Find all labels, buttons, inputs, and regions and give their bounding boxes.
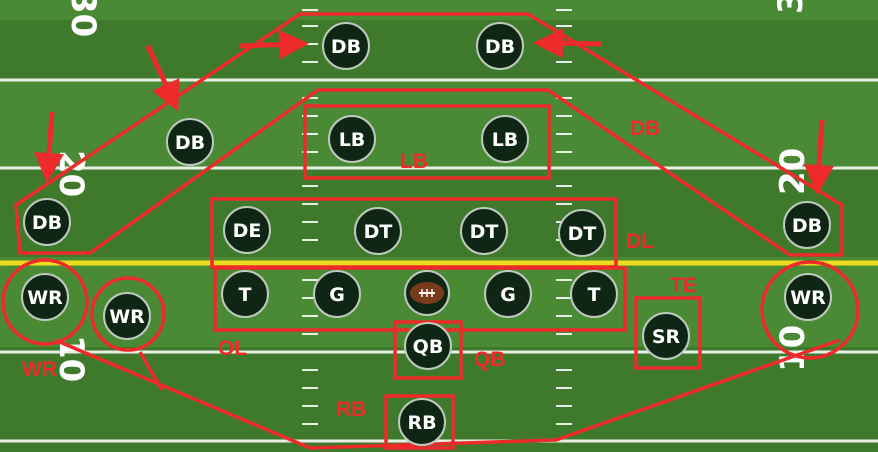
player-guard-right: G (484, 270, 532, 318)
player-db-deep-left: DB (322, 22, 370, 70)
wr-slot-ring (90, 276, 166, 352)
secondary-outline (14, 12, 844, 257)
player-label: T (588, 284, 601, 306)
player-dt-2: DT (460, 207, 508, 255)
player-marker (481, 115, 529, 163)
player-marker (221, 270, 269, 318)
player-label: LB (492, 129, 519, 151)
player-label: QB (413, 336, 444, 358)
player-db-deep-right: DB (476, 22, 524, 70)
player-guard-left: G (313, 270, 361, 318)
player-dt-3: DT (558, 209, 606, 257)
player-marker (166, 118, 214, 166)
group-label-dl: DL (626, 230, 654, 253)
player-marker (784, 273, 832, 321)
player-qb: QB (404, 322, 452, 370)
group-label-ol: OL (218, 337, 247, 360)
player-db-outer-right: DB (783, 201, 831, 249)
player-tackle-right: T (570, 270, 618, 318)
player-label: DT (568, 223, 597, 245)
player-label: RB (407, 412, 436, 434)
player-tackle-left: T (221, 270, 269, 318)
arrows (34, 28, 834, 195)
arrow-to-outer-right-db (804, 119, 834, 195)
group-label-db: DB (630, 117, 660, 140)
player-lb-right: LB (481, 115, 529, 163)
player-label: WR (109, 306, 145, 328)
player-marker (354, 207, 402, 255)
player-marker (313, 270, 361, 318)
group-labels: DB LB DL TE OL WR QB RB (22, 117, 697, 421)
player-lb-left: LB (328, 115, 376, 163)
player-label: DB (175, 132, 205, 154)
player-marker (558, 209, 606, 257)
player-dt-1: DT (354, 207, 402, 255)
player-label: DT (364, 221, 393, 243)
player-label: G (500, 284, 516, 306)
arrow-to-mid-left-db (145, 44, 180, 112)
player-marker (642, 312, 690, 360)
players: DB DB DB LB LB DB DE DT DT DT DB WR WR T G G T WR QB SR RB (21, 22, 832, 446)
te-box (634, 296, 702, 370)
lb-box (303, 104, 551, 180)
player-marker (21, 273, 69, 321)
player-wr-left: WR (21, 273, 69, 321)
group-label-qb: QB (474, 348, 506, 371)
player-label: T (239, 284, 252, 306)
arrow-to-outer-left-db (34, 111, 65, 183)
player-marker (398, 398, 446, 446)
player-wr-slot: WR (103, 292, 151, 340)
player-label: DB (331, 36, 361, 58)
player-marker (783, 201, 831, 249)
group-label-te: TE (670, 274, 697, 297)
group-label-lb: LB (400, 150, 428, 173)
player-label: G (329, 284, 345, 306)
player-sr: SR (642, 312, 690, 360)
group-label-wr: WR (22, 358, 57, 381)
player-marker (570, 270, 618, 318)
offense-outline (54, 338, 841, 450)
player-label: DT (470, 221, 499, 243)
offense-outline-slot (138, 351, 164, 391)
player-marker (484, 270, 532, 318)
player-marker (103, 292, 151, 340)
wr-left-ring (1, 258, 89, 346)
player-db-mid-left: DB (166, 118, 214, 166)
football-icon (404, 270, 450, 316)
yard-number-top-right: 30 (771, 0, 811, 14)
arrow-to-deep-left-db (239, 29, 309, 60)
player-label: DB (485, 36, 515, 58)
player-rb: RB (398, 398, 446, 446)
player-label: DB (32, 212, 62, 234)
yard-number-20-right: 20 (773, 148, 813, 195)
player-label: WR (27, 287, 63, 309)
player-label: DB (792, 215, 822, 237)
player-marker (23, 198, 71, 246)
player-db-outer-left: DB (23, 198, 71, 246)
player-marker (476, 22, 524, 70)
player-label: DE (233, 220, 262, 242)
yard-number-top-left: 30 (63, 0, 103, 37)
player-marker (223, 206, 271, 254)
player-marker (322, 22, 370, 70)
arrow-to-deep-right-db (533, 28, 603, 59)
rb-box (384, 394, 455, 450)
group-label-rb: RB (336, 398, 366, 421)
wr-right-ring (760, 260, 860, 360)
player-label: SR (652, 326, 681, 348)
player-marker (460, 207, 508, 255)
player-label: LB (339, 129, 366, 151)
player-label: WR (790, 287, 826, 309)
player-wr-right: WR (784, 273, 832, 321)
player-marker (328, 115, 376, 163)
player-de: DE (223, 206, 271, 254)
player-marker (404, 322, 452, 370)
